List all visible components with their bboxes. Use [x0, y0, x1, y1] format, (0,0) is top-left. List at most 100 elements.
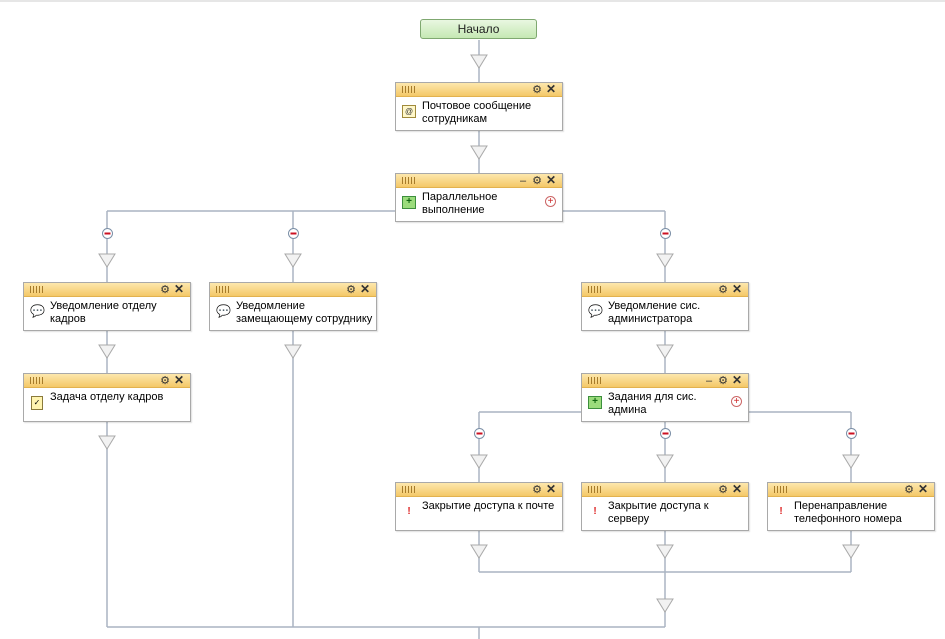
activity-label: Задания для сис. админа: [608, 391, 697, 416]
arrow-down: [284, 344, 302, 359]
remove-branch-button[interactable]: [288, 228, 299, 239]
close-icon[interactable]: ✕: [545, 482, 557, 496]
settings-gear-icon[interactable]: ⚙: [718, 375, 728, 387]
close-icon[interactable]: ✕: [173, 282, 185, 296]
activity-header: ⚙✕: [582, 282, 748, 297]
activity-close-server-access[interactable]: ⚙✕ ! Закрытие доступа к серверу: [581, 482, 749, 531]
settings-gear-icon[interactable]: ⚙: [532, 175, 542, 187]
arrow-down: [656, 344, 674, 359]
activity-label: Перенаправление телефонного номера: [794, 500, 902, 525]
settings-gear-icon[interactable]: ⚙: [532, 84, 542, 96]
settings-gear-icon[interactable]: ⚙: [346, 284, 356, 296]
close-icon[interactable]: ✕: [173, 373, 185, 387]
activity-notify-hr[interactable]: ⚙✕ 💬 Уведомление отделу кадров: [23, 282, 191, 331]
activity-header: ⚙✕: [582, 482, 748, 497]
close-icon[interactable]: ✕: [359, 282, 371, 296]
activity-label: Почтовое сообщение сотрудникам: [422, 100, 532, 125]
arrow-down: [656, 454, 674, 469]
activity-label: Закрытие доступа к серверу: [608, 500, 709, 525]
arrow-down: [284, 253, 302, 268]
activity-notify-deputy[interactable]: ⚙✕ 💬 Уведомление замещающему сотруднику: [209, 282, 377, 331]
arrow-down: [98, 435, 116, 450]
drag-handle-icon[interactable]: [588, 286, 602, 293]
settings-gear-icon[interactable]: ⚙: [718, 484, 728, 496]
collapse-icon[interactable]: ‒: [519, 175, 527, 187]
drag-handle-icon[interactable]: [774, 486, 788, 493]
task-clipboard-icon: ✓: [31, 396, 43, 410]
drag-handle-icon[interactable]: [402, 86, 416, 93]
activity-label: Уведомление замещающему сотруднику: [236, 300, 373, 325]
arrow-down: [842, 544, 860, 559]
close-icon[interactable]: ✕: [917, 482, 929, 496]
activity-label: Параллельное выполнение: [422, 191, 498, 216]
arrow-down: [98, 253, 116, 268]
envelope-at-icon: @: [402, 105, 416, 118]
warning-doc-icon: !: [593, 506, 597, 517]
settings-gear-icon[interactable]: ⚙: [718, 284, 728, 296]
drag-handle-icon[interactable]: [402, 486, 416, 493]
activity-header: ⚙✕: [768, 482, 934, 497]
activity-label: Закрытие доступа к почте: [422, 500, 555, 512]
arrow-down: [470, 54, 488, 69]
activity-mail-employees[interactable]: ⚙✕ @ Почтовое сообщение сотрудникам: [395, 82, 563, 131]
drag-handle-icon[interactable]: [30, 377, 44, 384]
flow-arrows: [98, 54, 860, 613]
activity-redirect-phone[interactable]: ⚙✕ ! Перенаправление телефонного номера: [767, 482, 935, 531]
collapse-icon[interactable]: ‒: [705, 375, 713, 387]
close-icon[interactable]: ✕: [731, 282, 743, 296]
remove-branch-button[interactable]: [846, 428, 857, 439]
settings-gear-icon[interactable]: ⚙: [532, 484, 542, 496]
activity-header: ⚙✕: [396, 482, 562, 497]
drag-handle-icon[interactable]: [402, 177, 416, 184]
arrow-down: [842, 454, 860, 469]
arrow-down: [470, 145, 488, 160]
activity-admin-tasks-parallel[interactable]: ‒ ⚙✕ + Задания для сис. админа +: [581, 373, 749, 422]
activity-label: Задача отделу кадров: [50, 391, 164, 403]
activity-header: ⚙✕: [24, 373, 190, 388]
activity-label: Уведомление сис. администратора: [608, 300, 701, 325]
close-icon[interactable]: ✕: [545, 82, 557, 96]
chat-bubbles-icon: 💬: [30, 304, 45, 318]
activity-notify-admin[interactable]: ⚙✕ 💬 Уведомление сис. администратора: [581, 282, 749, 331]
drag-handle-icon[interactable]: [588, 486, 602, 493]
add-branch-icon[interactable]: +: [545, 196, 556, 207]
chat-bubbles-icon: 💬: [216, 304, 231, 318]
remove-branch-button[interactable]: [102, 228, 113, 239]
parallel-run-icon: +: [402, 196, 416, 209]
settings-gear-icon[interactable]: ⚙: [904, 484, 914, 496]
close-icon[interactable]: ✕: [731, 373, 743, 387]
remove-branch-button[interactable]: [660, 428, 671, 439]
start-node[interactable]: Начало: [420, 19, 537, 39]
activity-header: ‒ ⚙✕: [396, 173, 562, 188]
arrow-down: [470, 544, 488, 559]
settings-gear-icon[interactable]: ⚙: [160, 375, 170, 387]
drag-handle-icon[interactable]: [588, 377, 602, 384]
activity-header: ⚙✕: [24, 282, 190, 297]
activity-header: ⚙✕: [396, 82, 562, 97]
arrow-down: [470, 454, 488, 469]
activity-close-mail-access[interactable]: ⚙✕ ! Закрытие доступа к почте: [395, 482, 563, 531]
settings-gear-icon[interactable]: ⚙: [160, 284, 170, 296]
arrow-down: [656, 544, 674, 559]
activity-label: Уведомление отделу кадров: [50, 300, 157, 325]
arrow-down: [98, 344, 116, 359]
remove-branch-button[interactable]: [474, 428, 485, 439]
drag-handle-icon[interactable]: [216, 286, 230, 293]
warning-doc-icon: !: [779, 506, 783, 517]
add-branch-icon[interactable]: +: [731, 396, 742, 407]
drag-handle-icon[interactable]: [30, 286, 44, 293]
close-icon[interactable]: ✕: [545, 173, 557, 187]
warning-doc-icon: !: [407, 506, 411, 517]
parallel-run-icon: +: [588, 396, 602, 409]
arrow-down: [656, 253, 674, 268]
chat-bubbles-icon: 💬: [588, 304, 603, 318]
activity-header: ‒ ⚙✕: [582, 373, 748, 388]
remove-branch-button[interactable]: [660, 228, 671, 239]
arrow-down: [656, 598, 674, 613]
activity-parallel-execution[interactable]: ‒ ⚙✕ + Параллельное выполнение +: [395, 173, 563, 222]
activity-header: ⚙✕: [210, 282, 376, 297]
start-label: Начало: [457, 22, 500, 36]
close-icon[interactable]: ✕: [731, 482, 743, 496]
activity-task-hr[interactable]: ⚙✕ ✓ Задача отделу кадров: [23, 373, 191, 422]
